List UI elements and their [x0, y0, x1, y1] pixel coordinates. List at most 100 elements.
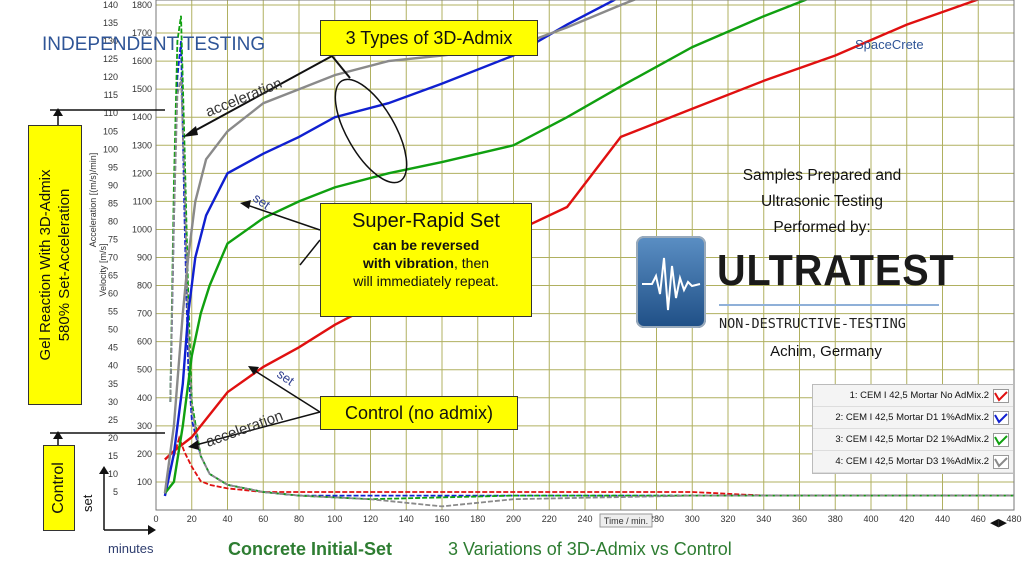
legend-item[interactable]: 1: CEM I 42,5 Mortar No AdMix.2 — [813, 385, 1013, 407]
control-box: Control (no admix) — [320, 396, 518, 430]
acceleration-tick-label: 70 — [108, 253, 118, 263]
acceleration-tick-label: 55 — [108, 307, 118, 317]
velocity-series-2 — [163, 0, 617, 497]
legend-swatch-icon — [993, 388, 1009, 403]
acceleration-series-1 — [173, 435, 1014, 497]
super-line2: with vibration — [362, 255, 454, 271]
acceleration-tick-label: 10 — [108, 469, 118, 479]
annotation-arrows — [50, 55, 408, 535]
acceleration-tick-label: 80 — [108, 216, 118, 226]
samples-line3: Performed by: — [773, 219, 871, 236]
acceleration-tick-label: 95 — [108, 162, 118, 172]
velocity-tick-label: 1400 — [132, 112, 152, 122]
arrowhead-icon — [240, 200, 251, 209]
acceleration-tick-label: 130 — [103, 36, 118, 46]
velocity-tick-label: 1600 — [132, 56, 152, 66]
x-tick-label: 140 — [399, 514, 414, 524]
legend-label: 1: CEM I 42,5 Mortar No AdMix.2 — [849, 390, 989, 401]
acceleration-tick-label: 85 — [108, 198, 118, 208]
velocity-tick-label: 1700 — [132, 28, 152, 38]
x-axis-label-box — [599, 513, 653, 528]
control-vertical-box: Control — [43, 445, 75, 531]
x-tick-label: 60 — [258, 514, 268, 524]
acceleration-axis-ticks: 5101520253035404550556065707580859095100… — [103, 0, 118, 497]
x-tick-label: 360 — [792, 514, 807, 524]
acceleration-tick-label: 50 — [108, 325, 118, 335]
acceleration-axis-label: Acceleration [(m/s)/min] — [88, 153, 98, 248]
series-lines — [163, 0, 1014, 508]
arrowhead-up-icon — [99, 466, 109, 474]
ultratest-logo-icon — [636, 236, 706, 328]
velocity-axis-label: Velocity [m/s] — [98, 243, 108, 296]
control-box-text: Control (no admix) — [344, 403, 494, 423]
x-axis-label: Time / min. — [604, 516, 648, 526]
x-axis-ticks: 0204060801001201401601802002202402602803… — [153, 514, 1021, 524]
samples-text: Samples Prepared and Ultrasonic Testing … — [716, 163, 928, 241]
minutes-label: minutes — [108, 541, 154, 556]
arrow-control-to-acceleration — [191, 411, 321, 447]
velocity-tick-label: 500 — [137, 365, 152, 375]
legend-label: 3: CEM I 42,5 Mortar D2 1%AdMix.2 — [835, 434, 989, 445]
scroll-arrows-icon[interactable]: ◀▶ — [990, 517, 1007, 529]
acceleration-series-4 — [169, 76, 1014, 508]
set-axis-label: set — [80, 494, 95, 512]
legend-item[interactable]: 4: CEM I 42,5 Mortar D3 1%AdMix.2 — [813, 451, 1013, 473]
x-tick-label: 160 — [434, 514, 449, 524]
acceleration-tick-label: 120 — [103, 72, 118, 82]
velocity-tick-label: 1200 — [132, 168, 152, 178]
arrowhead-icon — [183, 126, 198, 137]
super-line3: will immediately repeat. — [353, 273, 499, 289]
acceleration-tick-label: 100 — [103, 144, 118, 154]
acceleration-tick-label: 25 — [108, 415, 118, 425]
legend-label: 4: CEM I 42,5 Mortar D3 1%AdMix.2 — [835, 456, 989, 467]
x-tick-label: 100 — [327, 514, 342, 524]
acceleration-tick-label: 15 — [108, 451, 118, 461]
x-tick-label: 300 — [685, 514, 700, 524]
acceleration-tick-label: 35 — [108, 379, 118, 389]
x-tick-label: 280 — [649, 514, 664, 524]
x-tick-label: 220 — [542, 514, 557, 524]
x-tick-label: 440 — [935, 514, 950, 524]
independent-testing: INDEPENDENT TESTING — [42, 34, 265, 55]
logo-rule — [719, 304, 939, 306]
x-tick-label: 40 — [222, 514, 232, 524]
logo-main: ULTRATEST — [717, 246, 955, 295]
legend-item[interactable]: 2: CEM I 42,5 Mortar D1 1%AdMix.2 — [813, 407, 1013, 429]
arrowhead-up-icon — [53, 108, 63, 116]
x-tick-label: 380 — [828, 514, 843, 524]
velocity-series-4 — [163, 0, 637, 494]
gel-line2: 580% Set-Acceleration — [56, 188, 73, 342]
legend-item[interactable]: 3: CEM I 42,5 Mortar D2 1%AdMix.2 — [813, 429, 1013, 451]
x-tick-label: 240 — [577, 514, 592, 524]
x-tick-label: 20 — [187, 514, 197, 524]
waveform-icon — [642, 257, 701, 311]
arrow-control-to-set — [251, 368, 321, 413]
velocity-tick-label: 400 — [137, 393, 152, 403]
velocity-tick-label: 1000 — [132, 224, 152, 234]
acceleration-tick-label: 65 — [108, 271, 118, 281]
acceleration-tick-label: 75 — [108, 234, 118, 244]
acceleration-tick-label: 40 — [108, 361, 118, 371]
x-tick-label: 0 — [153, 514, 158, 524]
gel-reaction-text: Gel Reaction With 3D-Admix 580% Set-Acce… — [36, 170, 74, 361]
velocity-tick-label: 1500 — [132, 84, 152, 94]
legend-label: 2: CEM I 42,5 Mortar D1 1%AdMix.2 — [835, 412, 989, 423]
samples-line2: Ultrasonic Testing — [760, 193, 884, 210]
x-tick-label: 320 — [720, 514, 735, 524]
acceleration-tick-label: 60 — [108, 289, 118, 299]
acceleration-tick-label: 5 — [113, 487, 118, 497]
logo-place: Achim, Germany — [770, 343, 882, 360]
curves-ellipse — [334, 78, 408, 184]
acceleration-tick-label: 110 — [104, 108, 118, 118]
arrow-super-down — [299, 239, 321, 266]
arrowhead-icon — [248, 366, 259, 375]
velocity-tick-label: 1300 — [132, 140, 152, 150]
x-tick-label: 420 — [899, 514, 914, 524]
super-rapid-set-box: Super-Rapid Set can be reversed with vib… — [320, 203, 532, 317]
super-title: Super-Rapid Set — [352, 210, 500, 232]
legend-swatch-icon — [993, 410, 1009, 425]
velocity-axis-ticks: 1002003004005006007008009001000110012001… — [132, 0, 152, 487]
velocity-tick-label: 1800 — [132, 0, 152, 10]
super-line2-tail: , then — [453, 255, 490, 271]
